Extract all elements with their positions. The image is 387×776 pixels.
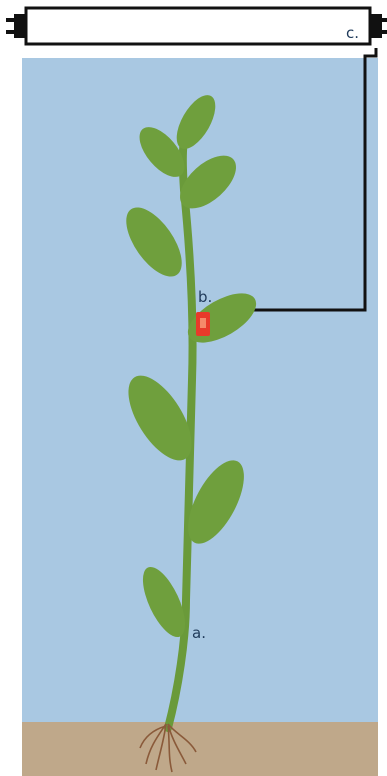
tube-right-cap (370, 14, 382, 38)
light-tube-body (26, 8, 370, 44)
tube-left-cap (14, 14, 26, 38)
tube-right-pin-top (380, 18, 387, 22)
tube-left-pin-top (6, 18, 16, 22)
red-marker (196, 312, 210, 336)
label-c: c. (346, 24, 359, 42)
light-tube: c. (6, 8, 387, 44)
label-b: b. (198, 288, 212, 306)
tube-left-pin-bottom (6, 30, 16, 34)
tube-right-pin-bottom (380, 30, 387, 34)
soil (22, 722, 378, 776)
label-a: a. (192, 624, 206, 642)
